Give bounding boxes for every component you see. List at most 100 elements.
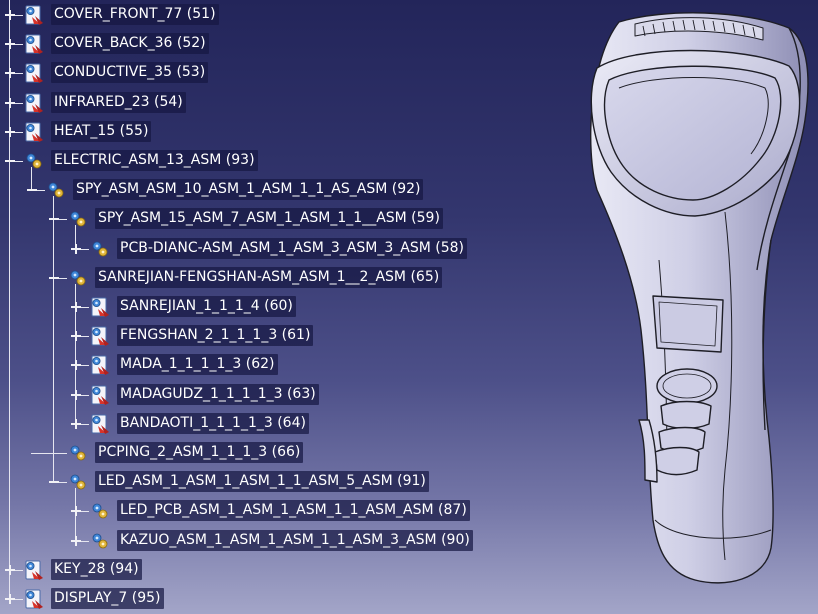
tree-node[interactable]: MADAGUDZ_1_1_1_1_3 (63) xyxy=(0,383,818,407)
tree-connector-line xyxy=(81,365,89,367)
tree-node[interactable]: MADA_1_1_1_1_3 (62) xyxy=(0,353,818,377)
tree-node[interactable]: KEY_28 (94) xyxy=(0,558,818,582)
tree-node[interactable]: PCB-DIANC-ASM_ASM_1_ASM_3_ASM_3_ASM (58) xyxy=(0,237,818,261)
assembly-icon xyxy=(23,150,45,172)
expand-toggle-icon[interactable] xyxy=(5,39,15,50)
tree-node-label[interactable]: PCB-DIANC-ASM_ASM_1_ASM_3_ASM_3_ASM (58) xyxy=(117,237,467,259)
tree-node[interactable]: LED_ASM_1_ASM_1_ASM_1_1_ASM_5_ASM (91) xyxy=(0,470,818,494)
expand-toggle-icon[interactable] xyxy=(71,506,81,517)
tree-node-label[interactable]: ELECTRIC_ASM_13_ASM (93) xyxy=(51,150,258,171)
collapse-toggle-icon[interactable] xyxy=(5,156,15,166)
tree-connector-line xyxy=(75,283,76,424)
tree-connector-line xyxy=(15,599,23,600)
assembly-icon xyxy=(67,471,89,493)
tree-connector-line xyxy=(81,540,89,542)
part-icon xyxy=(23,33,45,55)
tree-connector-line xyxy=(59,277,67,279)
tree-node-label[interactable]: BANDAOTI_1_1_1_1_3 (64) xyxy=(117,412,309,434)
tree-connector-line xyxy=(81,307,89,308)
tree-node[interactable]: FENGSHAN_2_1_1_1_3 (61) xyxy=(0,324,818,348)
part-icon xyxy=(23,92,45,114)
part-icon xyxy=(89,325,111,347)
part-icon xyxy=(89,354,111,376)
tree-node[interactable]: PCPING_2_ASM_1_1_1_3 (66) xyxy=(0,441,818,465)
expand-toggle-icon[interactable] xyxy=(71,360,81,371)
part-icon xyxy=(23,121,45,143)
tree-connector-line xyxy=(15,73,23,75)
tree-node[interactable]: BANDAOTI_1_1_1_1_3 (64) xyxy=(0,412,818,436)
tree-node-label[interactable]: CONDUCTIVE_35 (53) xyxy=(51,62,209,84)
tree-node-label[interactable]: INFRARED_23 (54) xyxy=(51,91,186,113)
tree-connector-line xyxy=(81,248,89,250)
tree-node[interactable]: COVER_FRONT_77 (51) xyxy=(0,3,818,27)
tree-node-label[interactable]: KEY_28 (94) xyxy=(51,558,142,580)
tree-node-label[interactable]: SANREJIAN-FENGSHAN-ASM_ASM_1__2_ASM (65) xyxy=(95,266,443,288)
expand-toggle-icon[interactable] xyxy=(71,331,81,342)
tree-node-label[interactable]: SPY_ASM_ASM_10_ASM_1_ASM_1_1_AS_ASM (92) xyxy=(73,179,424,201)
tree-node[interactable]: KAZUO_ASM_1_ASM_1_ASM_1_1_ASM_3_ASM (90) xyxy=(0,529,818,553)
tree-node-label[interactable]: MADAGUDZ_1_1_1_1_3 (63) xyxy=(117,383,319,405)
tree-connector-line xyxy=(81,394,89,396)
expand-toggle-icon[interactable] xyxy=(71,243,81,254)
tree-node[interactable]: CONDUCTIVE_35 (53) xyxy=(0,61,818,85)
tree-node-label[interactable]: COVER_BACK_36 (52) xyxy=(51,33,209,55)
assembly-icon xyxy=(89,530,111,552)
tree-node-label[interactable]: MADA_1_1_1_1_3 (62) xyxy=(117,354,278,376)
tree-node-label[interactable]: LED_ASM_1_ASM_1_ASM_1_1_ASM_5_ASM (91) xyxy=(95,471,429,493)
expand-toggle-icon[interactable] xyxy=(71,389,81,400)
tree-connector-line xyxy=(81,423,89,425)
tree-node-label[interactable]: PCPING_2_ASM_1_1_1_3 (66) xyxy=(95,442,304,463)
device-body xyxy=(590,12,809,584)
assembly-icon xyxy=(89,500,111,522)
tree-node-label[interactable]: SANREJIAN_1_1_1_4 (60) xyxy=(117,296,296,317)
tree-node[interactable]: COVER_BACK_36 (52) xyxy=(0,32,818,56)
tree-connector-line xyxy=(9,0,10,599)
assembly-icon xyxy=(45,179,67,201)
tree-node-label[interactable]: COVER_FRONT_77 (51) xyxy=(51,4,219,25)
tree-node-label[interactable]: SPY_ASM_15_ASM_7_ASM_1_ASM_1_1__ASM (59) xyxy=(95,208,443,230)
tree-connector-line xyxy=(59,219,67,221)
tree-connector-line xyxy=(15,569,23,571)
expand-toggle-icon[interactable] xyxy=(5,10,15,20)
tree-node-label[interactable]: KAZUO_ASM_1_ASM_1_ASM_1_1_ASM_3_ASM (90) xyxy=(117,529,473,551)
tree-connector-line xyxy=(15,15,23,16)
tree-connector-line xyxy=(37,190,45,192)
tree-node[interactable]: HEAT_15 (55) xyxy=(0,120,818,144)
tree-node[interactable]: SANREJIAN-FENGSHAN-ASM_ASM_1__2_ASM (65) xyxy=(0,266,818,290)
part-icon xyxy=(23,62,45,84)
tree-node[interactable]: ELECTRIC_ASM_13_ASM (93) xyxy=(0,149,818,173)
expand-toggle-icon[interactable] xyxy=(5,564,15,575)
expand-toggle-icon[interactable] xyxy=(71,302,81,312)
tree-node-label[interactable]: FENGSHAN_2_1_1_1_3 (61) xyxy=(117,325,314,347)
collapse-toggle-icon[interactable] xyxy=(49,477,59,487)
expand-toggle-icon[interactable] xyxy=(5,68,15,79)
expand-toggle-icon[interactable] xyxy=(71,418,81,429)
collapse-toggle-icon[interactable] xyxy=(49,214,59,224)
expand-toggle-icon[interactable] xyxy=(71,535,81,546)
device-3d-model[interactable] xyxy=(575,0,818,614)
expand-toggle-icon[interactable] xyxy=(5,97,15,108)
tree-node-label[interactable]: HEAT_15 (55) xyxy=(51,120,152,142)
tree-node[interactable]: DISPLAY_7 (95) xyxy=(0,587,818,611)
tree-node[interactable]: LED_PCB_ASM_1_ASM_1_ASM_1_1_ASM_ASM (87) xyxy=(0,499,818,523)
tree-node[interactable]: INFRARED_23 (54) xyxy=(0,91,818,115)
part-icon xyxy=(89,413,111,435)
tree-node[interactable]: SANREJIAN_1_1_1_4 (60) xyxy=(0,295,818,319)
collapse-toggle-icon[interactable] xyxy=(27,185,37,195)
tree-node[interactable]: SPY_ASM_15_ASM_7_ASM_1_ASM_1_1__ASM (59) xyxy=(0,207,818,231)
expand-toggle-icon[interactable] xyxy=(5,126,15,137)
expand-toggle-icon[interactable] xyxy=(5,594,15,604)
tree-connector-line xyxy=(15,131,23,133)
tree-connector-line xyxy=(53,196,54,483)
tree-node-label[interactable]: DISPLAY_7 (95) xyxy=(51,588,164,609)
tree-node[interactable]: SPY_ASM_ASM_10_ASM_1_ASM_1_1_AS_ASM (92) xyxy=(0,178,818,202)
tree-connector-line xyxy=(31,167,32,191)
tree-node-label[interactable]: LED_PCB_ASM_1_ASM_1_ASM_1_1_ASM_ASM (87) xyxy=(117,500,470,522)
collapse-toggle-icon[interactable] xyxy=(49,273,59,283)
tree-connector-line xyxy=(15,44,23,46)
assembly-icon xyxy=(67,442,89,464)
tree-connector-line xyxy=(75,225,76,249)
tree-connector-line xyxy=(31,453,67,454)
part-icon xyxy=(23,559,45,581)
